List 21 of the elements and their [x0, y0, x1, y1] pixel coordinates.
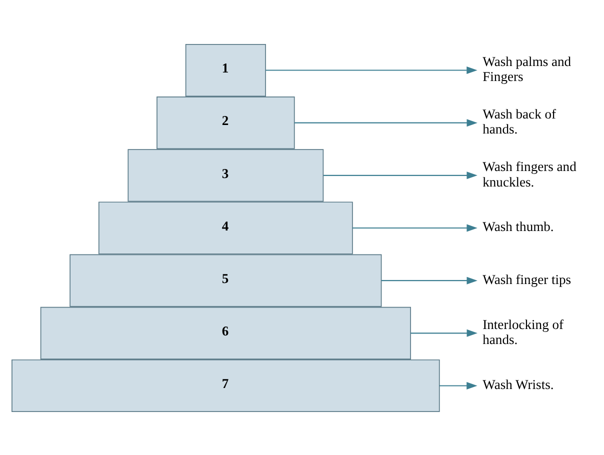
node-box: 6	[40, 306, 411, 359]
node-box: 4	[98, 201, 353, 254]
node-box: 1	[185, 43, 266, 96]
node-box: 7	[12, 358, 440, 412]
arrow	[266, 66, 478, 74]
node-text: Wash palms and Fingers	[482, 53, 572, 84]
arrow	[294, 118, 478, 126]
node-text: Wash Wrists.	[482, 376, 554, 392]
node-text: Wash fingers and knuckles.	[482, 158, 576, 189]
arrow	[439, 382, 478, 389]
arrow	[410, 328, 478, 336]
node-text: Wash finger tips	[482, 271, 572, 286]
node-box: 3	[128, 148, 324, 202]
node-text: Wash back of hands.	[482, 106, 556, 136]
arrow	[381, 276, 478, 284]
node-box: 5	[70, 254, 382, 306]
node-text: Wash thumb.	[482, 218, 554, 234]
arrow	[352, 224, 478, 232]
node-box: 2	[156, 96, 295, 149]
node-text: Interlocking of hands.	[482, 316, 564, 347]
arrow	[324, 171, 478, 179]
